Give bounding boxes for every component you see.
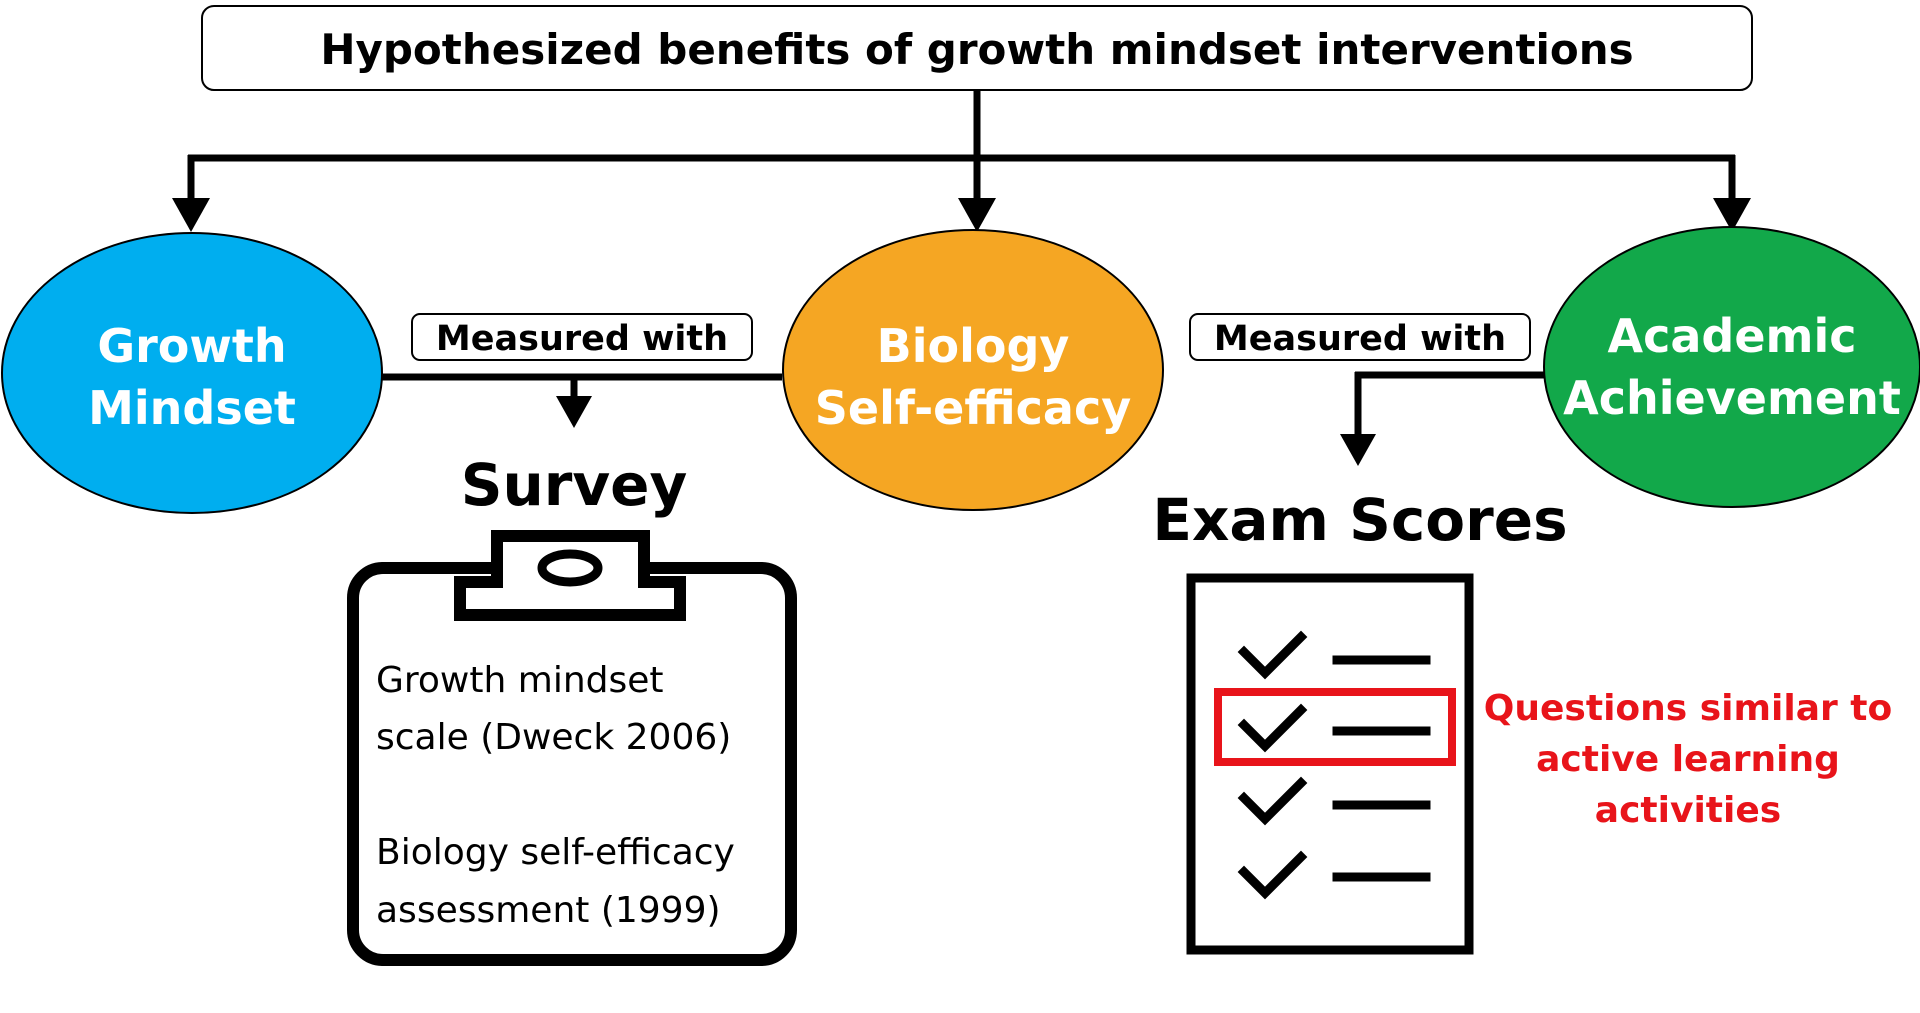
arrowhead-right-icon <box>1713 198 1751 232</box>
node-growth-mindset-line1: Growth <box>97 319 286 373</box>
survey-item-2-line2: assessment (1999) <box>376 890 721 931</box>
survey-heading: Survey <box>461 451 688 519</box>
arrowhead-left-icon <box>172 198 210 232</box>
measured-right-label: Measured with <box>1214 319 1506 359</box>
clipboard-icon <box>347 530 797 966</box>
node-growth-mindset-line2: Mindset <box>88 381 296 435</box>
node-self-efficacy: Biology Self-efficacy <box>782 229 1164 511</box>
exam-note-line1: Questions similar to <box>1484 688 1892 729</box>
arrowhead-survey-icon <box>556 396 592 428</box>
node-achievement-line2: Achievement <box>1563 371 1901 425</box>
arrowhead-exam-icon <box>1340 434 1376 466</box>
highlight-box <box>1214 688 1456 766</box>
node-growth-mindset: Growth Mindset <box>1 232 383 514</box>
checkmark-icon <box>1237 703 1308 753</box>
measured-left-tag: Measured with <box>411 313 753 361</box>
node-self-efficacy-line2: Self-efficacy <box>815 381 1131 435</box>
diagram-title: Hypothesized benefits of growth mindset … <box>320 25 1633 74</box>
node-achievement: Academic Achievement <box>1543 226 1920 508</box>
exam-heading: Exam Scores <box>1152 486 1567 554</box>
exam-note-line3: activities <box>1595 790 1781 831</box>
checkmark-icon <box>1237 776 1308 826</box>
checkmark-icon <box>1237 850 1308 900</box>
node-self-efficacy-line1: Biology <box>877 319 1070 373</box>
checklist-document-icon <box>1186 573 1474 955</box>
title-box: Hypothesized benefits of growth mindset … <box>201 5 1753 91</box>
survey-item-2-line1: Biology self-efficacy <box>376 832 735 873</box>
measured-left-label: Measured with <box>436 319 728 359</box>
measured-right-connector <box>1340 371 1544 466</box>
node-achievement-line1: Academic <box>1607 309 1856 363</box>
measured-right-tag: Measured with <box>1189 313 1531 361</box>
survey-item-1-line2: scale (Dweck 2006) <box>376 717 731 758</box>
measured-left-connector <box>382 373 782 428</box>
arrowhead-center-icon <box>958 198 996 232</box>
exam-note-line2: active learning <box>1536 739 1840 780</box>
survey-item-1-line1: Growth mindset <box>376 660 664 701</box>
connector-arrowheads <box>172 198 1751 232</box>
checkmark-icon <box>1237 630 1308 680</box>
connector-tree <box>187 90 1736 200</box>
